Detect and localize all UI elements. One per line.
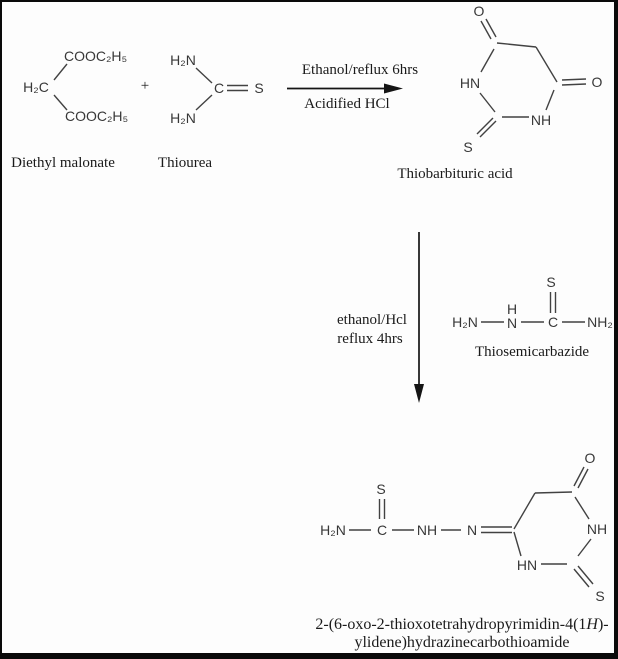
atom-h2n-top: H₂N	[170, 52, 196, 68]
label-product-name-line1: 2-(6-oxo-2-thioxotetrahydropyrimidin-4(1…	[315, 616, 608, 633]
label-product-name-line2: ylidene)hydrazinecarbothioamide	[354, 634, 569, 651]
atom-ester-bottom: COOC₂H₅	[65, 108, 128, 124]
reaction-arrow-2: ethanol/Hcl reflux 4hrs	[337, 232, 424, 403]
atom-nh-chain: NH	[417, 522, 437, 538]
atom-nh2: NH₂	[587, 314, 613, 330]
atom-c: C	[548, 314, 558, 330]
atom-s-amide: S	[376, 481, 385, 497]
atom-s: S	[546, 274, 555, 290]
atom-c: C	[214, 80, 224, 96]
atom-n-chain: N	[467, 522, 477, 538]
product-structure: H₂N C S NH N HN NH O S 2-(6-oxo-2-thioxo…	[315, 450, 608, 651]
label-thiobarbituric-acid: Thiobarbituric acid	[397, 166, 513, 182]
atom-o-top: O	[474, 3, 485, 19]
arrowhead-down	[414, 384, 424, 403]
diethyl-malonate-structure: H₂C COOC₂H₅ COOC₂H₅ Diethyl malonate	[11, 48, 128, 171]
atom-h2c: H₂C	[23, 79, 49, 95]
atom-o-ring: O	[585, 450, 596, 466]
atom-n: N	[507, 315, 517, 331]
condition-step1-bottom: Acidified HCl	[304, 96, 389, 112]
atom-hn-ring: HN	[517, 557, 537, 573]
atom-nh-bottom: NH	[531, 112, 551, 128]
label-thiourea: Thiourea	[158, 155, 212, 171]
plus-sign: +	[141, 78, 149, 94]
atom-h2n: H₂N	[452, 314, 478, 330]
condition-step2-line2: reflux 4hrs	[337, 331, 403, 347]
atom-s: S	[254, 80, 263, 96]
thiosemicarbazide-structure: H₂N H N C S NH₂ Thiosemicarbazide	[452, 274, 613, 360]
thiourea-structure: H₂N H₂N C S Thiourea	[158, 52, 264, 171]
label-thiosemicarbazide: Thiosemicarbazide	[475, 344, 589, 360]
atom-hn-left: HN	[460, 75, 480, 91]
atom-nh-ring: NH	[587, 521, 607, 537]
thiobarbituric-acid-structure: O O HN NH S Thiobarbituric acid	[397, 3, 602, 182]
arrowhead-right	[384, 83, 403, 94]
atom-c: C	[377, 522, 387, 538]
atom-ester-top: COOC₂H₅	[64, 48, 127, 64]
atom-o-right: O	[592, 74, 603, 90]
atom-h2n: H₂N	[320, 522, 346, 538]
reaction-arrow-1: Ethanol/reflux 6hrs Acidified HCl	[287, 62, 418, 112]
condition-step2-line1: ethanol/Hcl	[337, 312, 407, 328]
label-diethyl-malonate: Diethyl malonate	[11, 155, 115, 171]
atom-h2n-bottom: H₂N	[170, 110, 196, 126]
atom-s-thioxo: S	[463, 139, 472, 155]
atom-s-ring: S	[595, 588, 604, 604]
atom-h: H	[507, 301, 517, 317]
condition-step1-top: Ethanol/reflux 6hrs	[302, 62, 418, 78]
